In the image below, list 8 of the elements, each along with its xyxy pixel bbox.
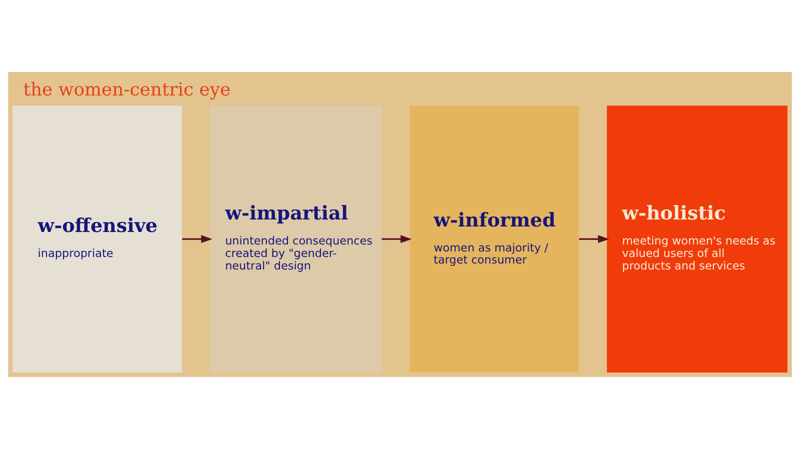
node-box: w-impartial unintended consequences created by "gender-neutral" design — [210, 106, 382, 373]
node-box: w-offensive inappropriate — [12, 106, 182, 373]
arrow — [382, 235, 412, 243]
node-box: w-holistic meeting women's needs as valued users of all products and services — [606, 106, 788, 373]
arrow — [182, 235, 212, 243]
arrow — [578, 235, 610, 243]
diagram-title: the women-centric eye — [23, 79, 231, 100]
node-box: w-informed women as majority / target consumer — [410, 106, 579, 373]
